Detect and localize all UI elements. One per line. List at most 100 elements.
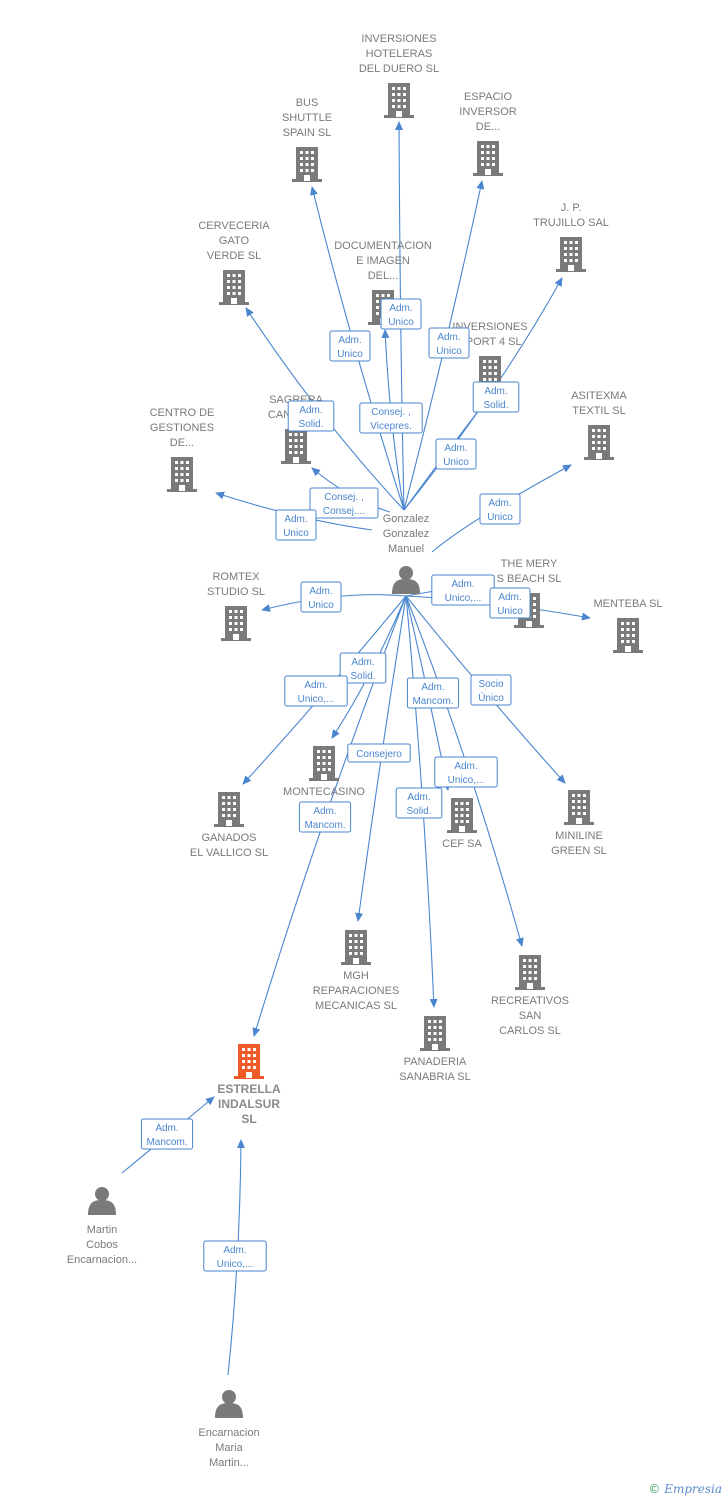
edge-label-box (140, 1118, 194, 1150)
edge-label-encarnacion-estrella[interactable]: Adm.Unico,... (203, 1240, 267, 1272)
edge-label-hub-sagrera[interactable]: Consej. ,Consej.... (309, 487, 379, 519)
edge-label-hub-panaderia[interactable]: Adm.Solid. (395, 787, 443, 819)
node-label-line: J. P. (561, 202, 582, 214)
node-montecasino[interactable]: MONTECASINO (283, 746, 365, 798)
building-icon (420, 1016, 450, 1051)
brand-watermark[interactable]: ©Empresia (648, 1482, 722, 1496)
node-asitexma[interactable]: ASITEXMA TEXTIL SL (571, 390, 627, 460)
node-centro[interactable]: CENTRO DEGESTIONESDE... (150, 407, 215, 492)
node-label-line: TEXTIL SL (572, 405, 625, 417)
edge-label-hub-documentacion[interactable]: Consej. ,Vicepres. (359, 402, 423, 434)
node-label-line: SPAIN SL (283, 127, 332, 139)
edge-label-line: Adm. (488, 498, 511, 509)
edge-label-line: Consej. , (324, 492, 363, 503)
edge-label-hub-espacio[interactable]: Adm.Unico (428, 327, 470, 359)
edge-label-line: Unico,... (445, 593, 482, 604)
edge-label-line: Consej. , (371, 407, 410, 418)
edge-label-hub-cerveceria[interactable]: Adm. Solid. (287, 400, 335, 432)
edge-label-hub-mery[interactable]: Adm.Unico,... (431, 574, 495, 606)
edge-label-hub-menteba[interactable]: Adm.Unico (489, 587, 531, 619)
node-label-line: HOTELERAS (366, 48, 433, 60)
edge-label-box (470, 674, 512, 706)
node-label-line: MENTEBA SL (593, 598, 662, 610)
edge-label-line: Adm. (351, 657, 374, 668)
edge-label-box (359, 402, 423, 434)
node-ganados[interactable]: GANADOS EL VALLICO SL (190, 792, 268, 859)
building-icon (221, 606, 251, 641)
node-label-line: INVERSOR (459, 106, 517, 118)
edge-label-line: Solid. (298, 419, 323, 430)
edge-label-line: Solid. (483, 400, 508, 411)
building-icon (167, 457, 197, 492)
edge-label-hub-bus[interactable]: Adm.Unico (329, 330, 371, 362)
edge-label-box (347, 743, 411, 763)
edge-label-hub-recreativos[interactable]: Adm.Unico,... (434, 756, 498, 788)
edge-label-line: Adm. (389, 303, 412, 314)
node-martin[interactable]: MartinCobosEncarnacion... (67, 1187, 137, 1266)
edge-label-hub-romtex[interactable]: Adm.Unico (300, 581, 342, 613)
node-label-line: EL VALLICO SL (190, 847, 268, 859)
edge-label-line: Adm. (437, 332, 460, 343)
node-encarnacion[interactable]: EncarnacionMariaMartin... (198, 1390, 260, 1469)
node-jp[interactable]: J. P.TRUJILLO SAL (533, 202, 609, 272)
node-label-line: REPARACIONES (313, 985, 400, 997)
edge-label-martin-estrella[interactable]: Adm.Mancom. (140, 1118, 194, 1150)
edge-label-line: Unico (497, 606, 523, 617)
node-label-line: Encarnacion (198, 1427, 259, 1439)
node-label-line: GANADOS (201, 832, 256, 844)
edge-label-hub-centro[interactable]: Adm.Unico (275, 509, 317, 541)
edge-label-box (434, 756, 498, 788)
node-cef[interactable]: CEF SA (442, 798, 483, 850)
edge-label-hub-inv_sport[interactable]: Adm.Unico (435, 438, 477, 470)
edge-label-box (479, 493, 521, 525)
edge-label-hub-asitexma[interactable]: Adm.Unico (479, 493, 521, 525)
edge-label-hub-montecasino[interactable]: Adm.Solid. (339, 652, 387, 684)
building-icon (473, 141, 503, 176)
edge-label-hub-mgh[interactable]: Consejero (347, 743, 411, 763)
edge-label-hub-cef[interactable]: Adm.Mancom. (406, 677, 460, 709)
node-label-line: ESTRELLA (217, 1082, 281, 1096)
node-label-line: Gonzalez (383, 528, 429, 540)
edge-label-hub-estrella[interactable]: Adm.Mancom. (298, 801, 352, 833)
edge-label-box (380, 298, 422, 330)
edge-label-line: Unico (283, 528, 309, 539)
edge-label-line: Unico (337, 349, 363, 360)
node-menteba[interactable]: MENTEBA SL (593, 598, 663, 653)
node-label-line: MECANICAS SL (315, 1000, 397, 1012)
building-icon (564, 790, 594, 825)
edge-label-line: Unico (443, 457, 469, 468)
node-espacio[interactable]: ESPACIOINVERSORDE... (459, 91, 517, 176)
node-label-line: GREEN SL (551, 845, 607, 857)
edge-label-line: Adm. (155, 1123, 178, 1134)
building-icon (219, 270, 249, 305)
edge-label-box (406, 677, 460, 709)
node-label-line: ASITEXMA (571, 390, 627, 402)
edge-label-hub-jp[interactable]: Adm.Solid. (472, 381, 520, 413)
edge-label-hub-inv_duero[interactable]: Adm.Unico (380, 298, 422, 330)
building-icon (292, 147, 322, 182)
node-label-line: GATO (219, 235, 250, 247)
edge-label-line: Adm. (299, 405, 322, 416)
building-icon (341, 930, 371, 965)
node-label-line: SAN (519, 1010, 542, 1022)
edge-label-box (309, 487, 379, 519)
edge-label-box (395, 787, 443, 819)
edge-label-hub-ganados[interactable]: Adm.Unico,... (284, 675, 348, 707)
node-label-line: DOCUMENTACION (334, 240, 432, 252)
node-label-line: MONTECASINO (283, 786, 365, 798)
